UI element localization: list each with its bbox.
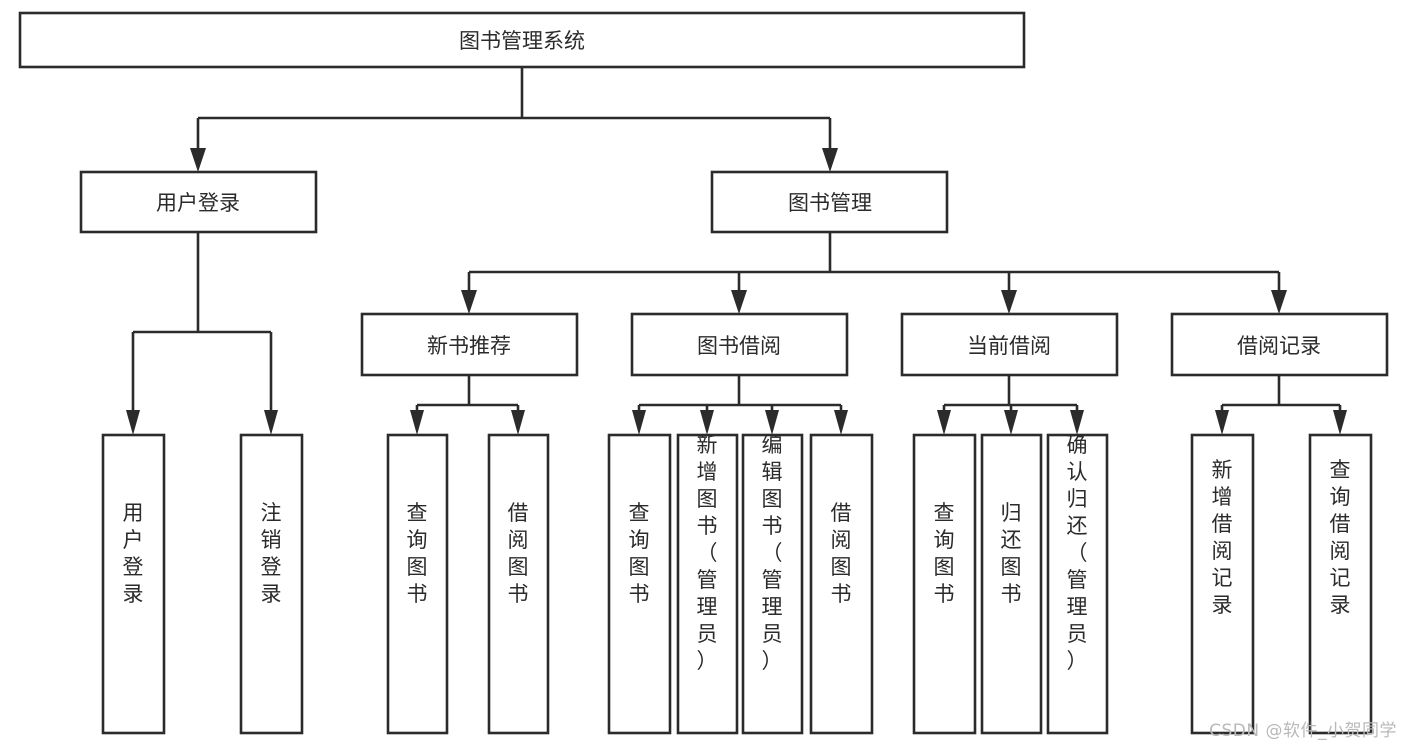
node-leaf-borrow-lend[interactable]: 借阅图书 <box>809 433 874 735</box>
node-new-book-rec-box[interactable] <box>360 312 579 377</box>
node-leaf-user-login-box[interactable] <box>101 433 166 735</box>
arrow-head-leaf-rec-search <box>1333 410 1347 435</box>
node-user-login-label: 用户登录 <box>156 191 240 215</box>
node-user-login[interactable]: 用户登录 <box>79 170 318 234</box>
node-leaf-rec-search-label: 查询借阅记录 <box>1330 458 1351 617</box>
arrow-head-leaf-user-login <box>126 410 140 435</box>
node-leaf-borrow-query-label: 查询图书 <box>629 501 650 606</box>
connector-group-book-borrow <box>632 375 848 435</box>
connector-group-borrow-record <box>1215 375 1347 435</box>
arrow-head-leaf-rec-borrow <box>511 410 525 435</box>
node-leaf-user-logout-box[interactable] <box>239 433 304 735</box>
node-current-borrow-box[interactable] <box>900 312 1119 377</box>
arrow-head-leaf-rec-query <box>410 410 424 435</box>
connector-group-root <box>190 67 838 172</box>
node-leaf-cur-return-box[interactable] <box>980 433 1043 735</box>
csdn-watermark: CSDN @软件_小贺同学 <box>1209 721 1397 741</box>
node-leaf-user-login[interactable]: 用户登录 <box>101 433 166 735</box>
arrow-head-leaf-borrow-lend <box>834 410 848 435</box>
node-leaf-rec-add[interactable]: 新增借阅记录 <box>1190 433 1255 735</box>
node-leaf-cur-confirm-label: 确认归还（管理员） <box>1067 433 1088 673</box>
arrow-head-book-borrow <box>731 290 747 314</box>
arrow-head-current-borrow <box>1001 290 1017 314</box>
node-leaf-rec-add-box[interactable] <box>1190 433 1255 735</box>
connector-group-new-book-rec <box>410 375 525 435</box>
node-book-admin-label: 图书管理 <box>788 191 872 215</box>
node-leaf-borrow-lend-box[interactable] <box>809 433 874 735</box>
node-leaf-rec-query[interactable]: 查询图书 <box>386 433 449 735</box>
node-book-borrow-box[interactable] <box>630 312 849 377</box>
arrow-head-borrow-record <box>1271 290 1287 314</box>
node-leaf-rec-borrow-box[interactable] <box>487 433 550 735</box>
node-root-box[interactable] <box>18 11 1026 69</box>
node-leaf-cur-query-box[interactable] <box>912 433 977 735</box>
node-current-borrow-label: 当前借阅 <box>967 334 1051 358</box>
arrow-head-leaf-borrow-add <box>700 410 714 435</box>
node-leaf-borrow-lend-label: 借阅图书 <box>831 501 852 606</box>
arrow-head-leaf-cur-query <box>937 410 951 435</box>
node-borrow-record[interactable]: 借阅记录 <box>1170 312 1389 377</box>
arrow-head-leaf-borrow-edit <box>765 410 779 435</box>
node-leaf-rec-search-box[interactable] <box>1308 433 1373 735</box>
node-leaf-cur-return-label: 归还图书 <box>1001 501 1022 606</box>
node-leaf-cur-confirm-box[interactable] <box>1046 433 1109 735</box>
node-leaf-cur-confirm[interactable]: 确认归还（管理员） <box>1046 433 1109 735</box>
node-leaf-rec-search[interactable]: 查询借阅记录 <box>1308 433 1373 735</box>
node-leaf-borrow-edit[interactable]: 编辑图书（管理员） <box>741 433 804 735</box>
node-leaf-borrow-query-box[interactable] <box>607 433 672 735</box>
node-new-book-rec-label: 新书推荐 <box>427 334 511 358</box>
node-book-borrow-label: 图书借阅 <box>697 334 781 358</box>
arrow-head-leaf-cur-confirm <box>1070 410 1084 435</box>
node-leaf-rec-borrow-label: 借阅图书 <box>508 501 529 606</box>
node-root[interactable]: 图书管理系统 <box>18 11 1026 69</box>
node-book-borrow[interactable]: 图书借阅 <box>630 312 849 377</box>
node-leaf-borrow-add-box[interactable] <box>676 433 739 735</box>
node-leaf-borrow-edit-label: 编辑图书（管理员） <box>762 433 783 673</box>
connector-group-current-borrow <box>937 375 1084 435</box>
arrow-head-book-admin <box>822 148 838 172</box>
arrow-head-leaf-borrow-query <box>632 410 646 435</box>
node-borrow-record-box[interactable] <box>1170 312 1389 377</box>
node-leaf-user-login-label: 用户登录 <box>123 501 144 606</box>
node-leaf-rec-borrow[interactable]: 借阅图书 <box>487 433 550 735</box>
node-leaf-user-logout[interactable]: 注销登录 <box>239 433 304 735</box>
arrow-head-leaf-rec-add <box>1215 410 1229 435</box>
node-book-admin-box[interactable] <box>710 170 949 234</box>
connector-group-user-login <box>126 232 278 435</box>
node-current-borrow[interactable]: 当前借阅 <box>900 312 1119 377</box>
node-new-book-rec[interactable]: 新书推荐 <box>360 312 579 377</box>
node-root-label: 图书管理系统 <box>459 29 585 53</box>
node-leaf-cur-query[interactable]: 查询图书 <box>912 433 977 735</box>
connector-group-book-admin <box>461 232 1287 314</box>
node-leaf-rec-add-label: 新增借阅记录 <box>1212 458 1233 617</box>
arrow-head-new-book-rec <box>461 290 477 314</box>
node-leaf-borrow-edit-box[interactable] <box>741 433 804 735</box>
node-leaf-user-logout-label: 注销登录 <box>261 501 282 606</box>
arrow-head-user-login <box>190 148 206 172</box>
node-leaf-rec-query-box[interactable] <box>386 433 449 735</box>
node-leaf-borrow-query[interactable]: 查询图书 <box>607 433 672 735</box>
node-leaf-borrow-add[interactable]: 新增图书（管理员） <box>676 433 739 735</box>
node-leaf-borrow-add-label: 新增图书（管理员） <box>697 433 718 673</box>
arrow-head-leaf-user-logout <box>264 410 278 435</box>
node-book-admin[interactable]: 图书管理 <box>710 170 949 234</box>
node-borrow-record-label: 借阅记录 <box>1237 334 1321 358</box>
node-user-login-box[interactable] <box>79 170 318 234</box>
node-leaf-cur-query-label: 查询图书 <box>934 501 955 606</box>
node-leaf-cur-return[interactable]: 归还图书 <box>980 433 1043 735</box>
arrow-head-leaf-cur-return <box>1004 410 1018 435</box>
node-leaf-rec-query-label: 查询图书 <box>407 501 428 606</box>
